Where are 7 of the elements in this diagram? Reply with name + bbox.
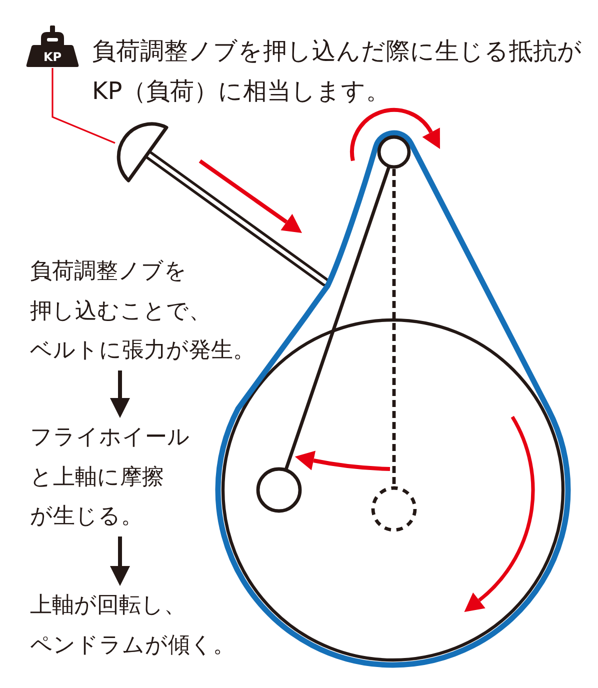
note-text: 負荷調整ノブを押し込んだ際に生じる抵抗がKP（負荷）に相当します。 [92, 36, 582, 107]
step-text: 負荷調整ノブを押し込むことで、ベルトに張力が発生。 [30, 252, 255, 370]
step-text: フライホイールと上軸に摩擦が生じる。 [30, 418, 190, 536]
leader-line [52, 68, 116, 144]
step-text: 上軸が回転し、ペンドラムが傾く。 [30, 586, 235, 665]
flow-arrow [110, 536, 130, 586]
flow-arrow [110, 370, 130, 418]
